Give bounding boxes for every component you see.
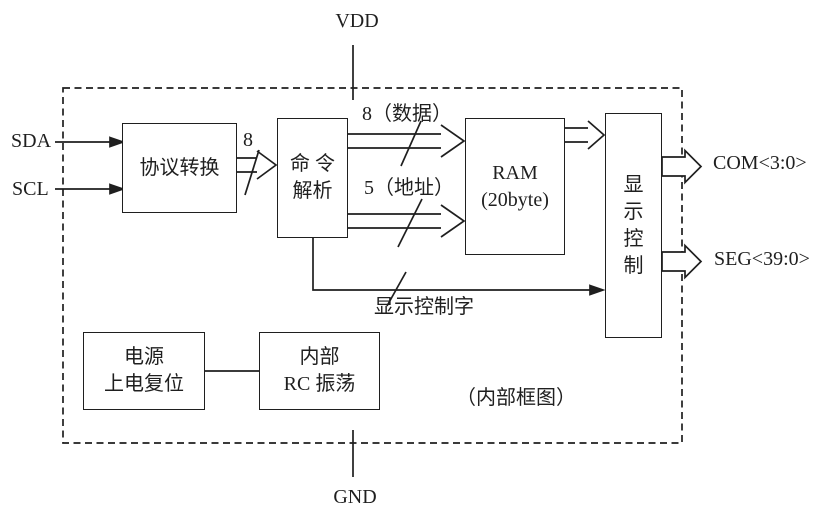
scl-arrow [55, 183, 126, 195]
ram-to-display-bus-arrow [565, 120, 606, 150]
command-parse-label-line2: 解析 [292, 180, 333, 202]
ram-label-line1: RAM [492, 161, 538, 184]
bus-slash [397, 198, 423, 248]
addr-bus-label: 5（地址） [364, 177, 454, 199]
rc-oscillator-label-line1: 内部 [299, 346, 340, 368]
power-on-reset-block: 电源 上电复位 [83, 332, 205, 410]
ctrl-word-arrow [312, 238, 606, 307]
bus-slash [400, 120, 422, 167]
power-on-reset-label-line2: 上电复位 [104, 373, 184, 395]
command-parse-label-line1: 命 令 [290, 153, 335, 175]
bus-width-8-label: 8 [243, 129, 253, 151]
sda-arrow [55, 136, 126, 148]
seg-output-label: SEG<39:0> [714, 248, 810, 270]
display-control-block: 显示控制 [605, 113, 662, 338]
ram-block: RAM (20byte) [465, 118, 565, 255]
command-to-ram-addr-bus-arrow [348, 198, 466, 248]
command-to-ram-data-bus-arrow [348, 120, 466, 167]
ctrl-word-label: 显示控制字 [374, 296, 474, 318]
com-output-block-arrow [661, 148, 703, 185]
command-parse-block: 命 令 解析 [277, 118, 348, 238]
gnd-pin-label: GND [333, 486, 377, 508]
scl-pin-label: SCL [12, 178, 49, 200]
protocol-conversion-label: 协议转换 [139, 156, 220, 179]
rc-oscillator-block: 内部 RC 振荡 [259, 332, 380, 410]
data-bus-label: 8（数据） [362, 103, 452, 125]
internal-diagram-caption: （内部框图） [456, 387, 576, 409]
power-on-reset-label-line1: 电源 [124, 346, 164, 368]
rc-oscillator-label-line2: RC 振荡 [283, 373, 356, 395]
seg-output-block-arrow [661, 243, 703, 280]
vdd-pin-label: VDD [335, 10, 379, 32]
bus-slash [386, 271, 407, 307]
protocol-conversion-block: 协议转换 [122, 123, 237, 213]
ram-label-line2: (20byte) [481, 188, 549, 211]
display-control-label: 显示控制 [623, 173, 644, 277]
bus-slash [244, 149, 260, 196]
protocol-to-command-bus-arrow [237, 149, 278, 196]
sda-pin-label: SDA [11, 130, 52, 152]
com-output-label: COM<3:0> [713, 152, 807, 174]
